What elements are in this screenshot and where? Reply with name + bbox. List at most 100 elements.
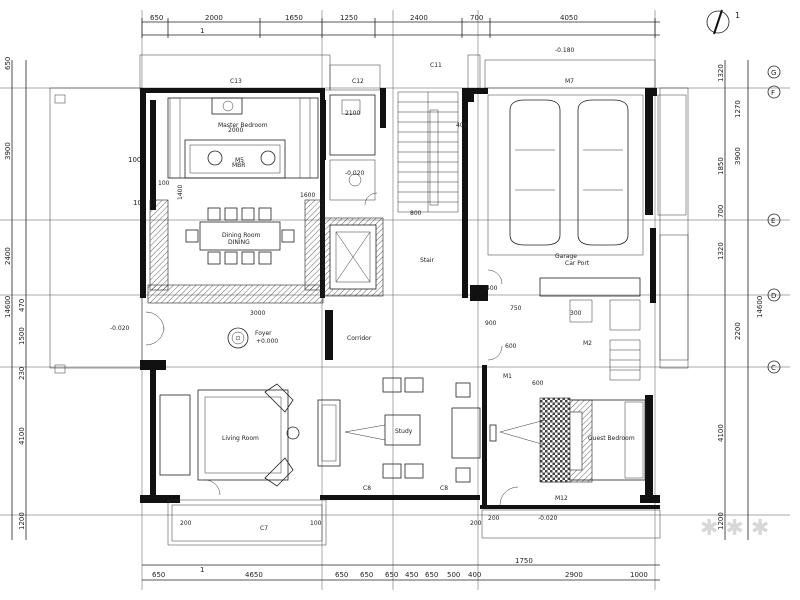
misc-16: 2000 [228, 127, 243, 134]
room-stair: Stair [420, 257, 435, 264]
misc-6: 600 [505, 343, 517, 350]
living-room-furniture [159, 383, 300, 487]
room-garage-sub: Car Port [565, 260, 590, 267]
top-dim-5: 700 [470, 14, 483, 22]
left-inner-dim-1: 100 [133, 199, 146, 207]
tag-c12: C12 [352, 78, 364, 85]
level-4: -0.020 [345, 170, 365, 177]
misc-11: 200 [470, 520, 482, 527]
bottom-dim-9: 1750 [515, 557, 533, 565]
room-study: Study [395, 428, 413, 435]
left-inner-dim-3: 230 [18, 367, 26, 380]
room-labels: Master Bedroom MBR Dining Room DINING Li… [218, 122, 635, 442]
misc-7: 300 [570, 310, 582, 317]
top-dim-3: 1250 [340, 14, 358, 22]
foyer-medallion [227, 327, 249, 349]
tag-m7: M7 [565, 78, 574, 85]
staircase [397, 91, 459, 213]
right-dim-5: 1320 [717, 242, 725, 260]
right-dim-9: 1200 [717, 512, 725, 530]
bottom-dim-5: 450 [405, 571, 418, 579]
right-dim-3: 3900 [734, 147, 742, 165]
right-dim-7: 14600 [756, 296, 764, 318]
tag-c8-a: C8 [363, 485, 371, 492]
tag-m5: M5 [235, 157, 244, 164]
grid-lines [0, 10, 790, 590]
tag-m2: M2 [583, 340, 592, 347]
misc-13: 600 [532, 380, 544, 387]
top-dim-4: 2400 [410, 14, 428, 22]
misc-8: 2100 [345, 110, 360, 117]
tag-c8-b: C8 [440, 485, 448, 492]
stair-treads [398, 101, 458, 203]
north-label: 1 [735, 11, 740, 20]
room-dining: Dining Room [222, 232, 261, 239]
tag-c13: C13 [230, 78, 242, 85]
left-inner-dim-2: 470 [18, 299, 26, 312]
bottom-dim-2: 650 [335, 571, 348, 579]
room-dining-sub: DINING [228, 239, 250, 246]
dining-furniture [185, 207, 295, 265]
grid-bubbles: G F E D C [767, 65, 781, 374]
grid-bubble-e: E [771, 217, 775, 225]
bottom-dim-3: 650 [360, 571, 373, 579]
misc-1: 1400 [177, 185, 184, 200]
guest-bedroom-furniture [489, 397, 646, 483]
bottom-dim-11: 1000 [630, 571, 648, 579]
misc-3: 400 [456, 122, 468, 129]
door-swings [145, 192, 519, 506]
room-corridor: Corridor [347, 335, 372, 342]
left-dim-0: 650 [4, 57, 12, 70]
level-3: -0.020 [538, 515, 558, 522]
room-foyer: Foyer [255, 330, 272, 337]
top-dim-0: 650 [150, 14, 163, 22]
room-guest: Guest Bedroom [588, 435, 635, 442]
exterior-walls [140, 88, 660, 509]
top-axis-label-a: 1 [200, 27, 204, 35]
bottom-dim-6: 650 [425, 571, 438, 579]
bottom-dimensions: 650 4650 650 650 650 450 650 500 400 175… [142, 557, 660, 581]
north-arrow: 1 [706, 9, 740, 35]
bottom-dim-8: 400 [468, 571, 481, 579]
right-dim-6: 2200 [734, 322, 742, 340]
left-dimensions: 650 3900 2400 1500 14600 4100 1200 100 1… [4, 57, 146, 540]
left-dim-4: 14600 [4, 296, 12, 318]
master-bedroom-furniture [167, 97, 319, 179]
grid-bubble-d: D [771, 292, 776, 300]
top-dimensions: 650 2000 1650 1250 2400 700 4050 1 1 [141, 14, 660, 574]
top-dim-6: 4050 [560, 14, 578, 22]
left-dim-1: 3900 [4, 142, 12, 160]
right-dim-8: 4100 [717, 424, 725, 442]
misc-10: 100 [310, 520, 322, 527]
elevator-symbol [335, 231, 371, 283]
right-dim-2: 1850 [717, 157, 725, 175]
room-living: Living Room [222, 435, 259, 442]
room-master-bedroom: Master Bedroom [218, 122, 268, 129]
utility-fixtures [539, 277, 641, 381]
misc-14: 400 [486, 285, 498, 292]
right-dim-0: 1320 [717, 64, 725, 82]
bottom-dim-1: 4650 [245, 571, 263, 579]
grid-bubble-c: C [771, 364, 776, 372]
tag-m12: M12 [555, 495, 568, 502]
right-dimensions: 1320 1270 1850 3900 700 1320 2200 14600 … [717, 60, 764, 540]
misc-5: 900 [485, 320, 497, 327]
bottom-terrace [167, 499, 661, 546]
room-garage: Garage [555, 253, 577, 260]
bottom-dim-7: 500 [447, 571, 460, 579]
watermark-glyphs: ✱ ✱ ✱ [700, 516, 769, 541]
top-dim-1: 2000 [205, 14, 223, 22]
misc-2: 1600 [300, 192, 315, 199]
garage-cars [487, 94, 689, 361]
room-master-bedroom-sub: MBR [232, 162, 245, 169]
tag-m1: M1 [503, 373, 512, 380]
top-dim-2: 1650 [285, 14, 303, 22]
misc-15: 200 [488, 515, 500, 522]
left-dim-6: 1200 [18, 512, 26, 530]
misc-dimensions: 100 1400 1600 400 800 900 600 300 2100 2… [158, 110, 582, 527]
left-dim-3: 1500 [18, 327, 26, 345]
grid-bubble-g: G [771, 69, 776, 77]
misc-4: 800 [410, 210, 422, 217]
bottom-dim-10: 2900 [565, 571, 583, 579]
